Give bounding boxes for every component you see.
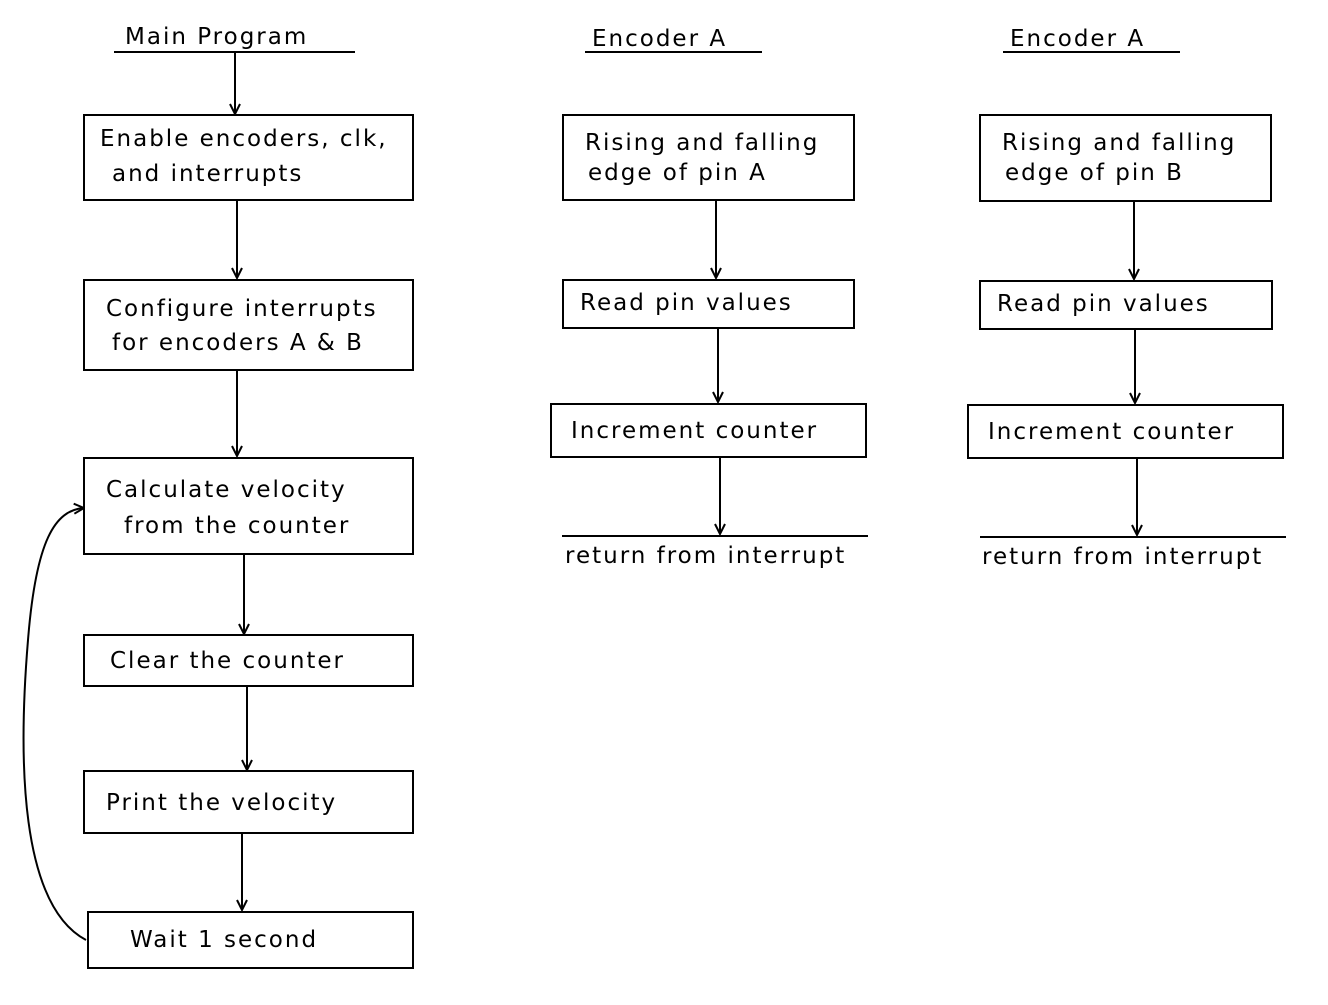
print-velocity-box [83, 770, 414, 834]
enable-encoders-text: Enable encoders, clk, and interrupts [100, 126, 397, 187]
wait-one-second-text: Wait 1 second [130, 927, 318, 953]
configure-interrupts-text: Configure interrupts for encoders A & B [106, 296, 387, 356]
calculate-velocity-box [83, 457, 414, 555]
encoder-b-read-box [979, 280, 1273, 330]
encoder-a-increment-box [550, 403, 867, 458]
encoder-b-column: Encoder A Rising and falling edge of pin… [967, 26, 1286, 570]
print-velocity-text: Print the velocity [106, 790, 337, 816]
encoder-b-increment-box [967, 404, 1284, 459]
encoder-b-edge-box [979, 114, 1272, 202]
encoder-b-increment-text: Increment counter [988, 419, 1235, 445]
encoder-b-edge-text: Rising and falling edge of pin B [1002, 130, 1246, 186]
encoder-a-edge-text: Rising and falling edge of pin A [585, 130, 829, 186]
encoder-b-title: Encoder A [1010, 26, 1145, 52]
encoder-b-read-text: Read pin values [997, 291, 1210, 317]
encoder-a-column: Encoder A Rising and falling edge of pin… [550, 26, 868, 569]
clear-counter-box [83, 634, 414, 687]
configure-interrupts-box [83, 279, 414, 371]
enable-encoders-box [83, 114, 414, 201]
encoder-a-return-text: return from interrupt [565, 543, 846, 569]
encoder-a-read-text: Read pin values [580, 290, 793, 316]
calculate-velocity-text: Calculate velocity from the counter [106, 477, 356, 539]
wait-one-second-box [87, 911, 414, 969]
encoder-a-increment-text: Increment counter [571, 418, 818, 444]
encoder-a-read-box [562, 279, 855, 329]
encoder-b-return-text: return from interrupt [982, 544, 1263, 570]
encoder-a-title: Encoder A [592, 26, 727, 52]
main-program-column: Main Program Enable encoders, clk, and i… [22, 24, 414, 969]
clear-counter-text: Clear the counter [110, 648, 345, 674]
main-program-title: Main Program [125, 24, 308, 50]
encoder-a-edge-box [562, 114, 855, 201]
loop-back-arrow [22, 508, 87, 941]
